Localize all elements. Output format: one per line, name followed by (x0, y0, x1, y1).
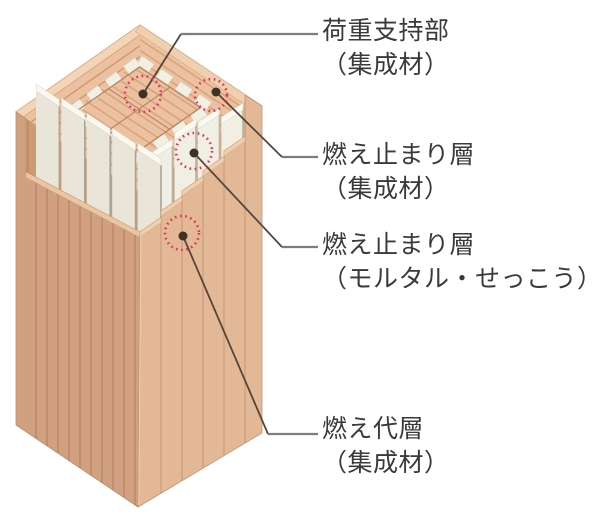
leader-line-3 (193, 152, 283, 248)
callout-sacrificial: 燃え代層 （集成材） (322, 412, 450, 480)
callout-fire-stop-mortar: 燃え止まり層 （モルタル・せっこう） (322, 228, 600, 296)
marker-circle-sacrificial (163, 214, 201, 252)
callout-sacrificial-line1: 燃え代層 (322, 414, 425, 443)
callout-load-bearing: 荷重支持部 （集成材） (322, 14, 450, 82)
marker-circles (123, 74, 229, 252)
leader-line-4 (182, 235, 269, 435)
leader-line-2 (215, 91, 283, 158)
leader-lines (142, 32, 318, 436)
marker-circle-fire-stop-glulam (193, 77, 229, 113)
charring-cut-rims-right (139, 136, 246, 238)
front-corner-edge-highlight (138, 235, 142, 506)
callout-load-bearing-line1: 荷重支持部 (322, 16, 450, 45)
leader-line-1 (142, 33, 182, 95)
callout-sacrificial-line2: （集成材） (322, 448, 450, 477)
marker-dots (138, 87, 221, 241)
marker-circle-load-bearing (123, 74, 163, 114)
callout-fire-stop-glulam-line2: （集成材） (322, 174, 450, 203)
callout-fire-stop-mortar-line1: 燃え止まり層 (322, 230, 476, 259)
callout-load-bearing-line2: （集成材） (322, 50, 450, 79)
charring-shell-right (137, 94, 263, 508)
callout-fire-stop-mortar-line2: （モルタル・せっこう） (322, 264, 600, 293)
marker-circle-fire-stop-mortar (174, 131, 214, 171)
callout-fire-stop-glulam-line1: 燃え止まり層 (322, 140, 476, 169)
callout-fire-stop-glulam: 燃え止まり層 （集成材） (322, 138, 475, 206)
